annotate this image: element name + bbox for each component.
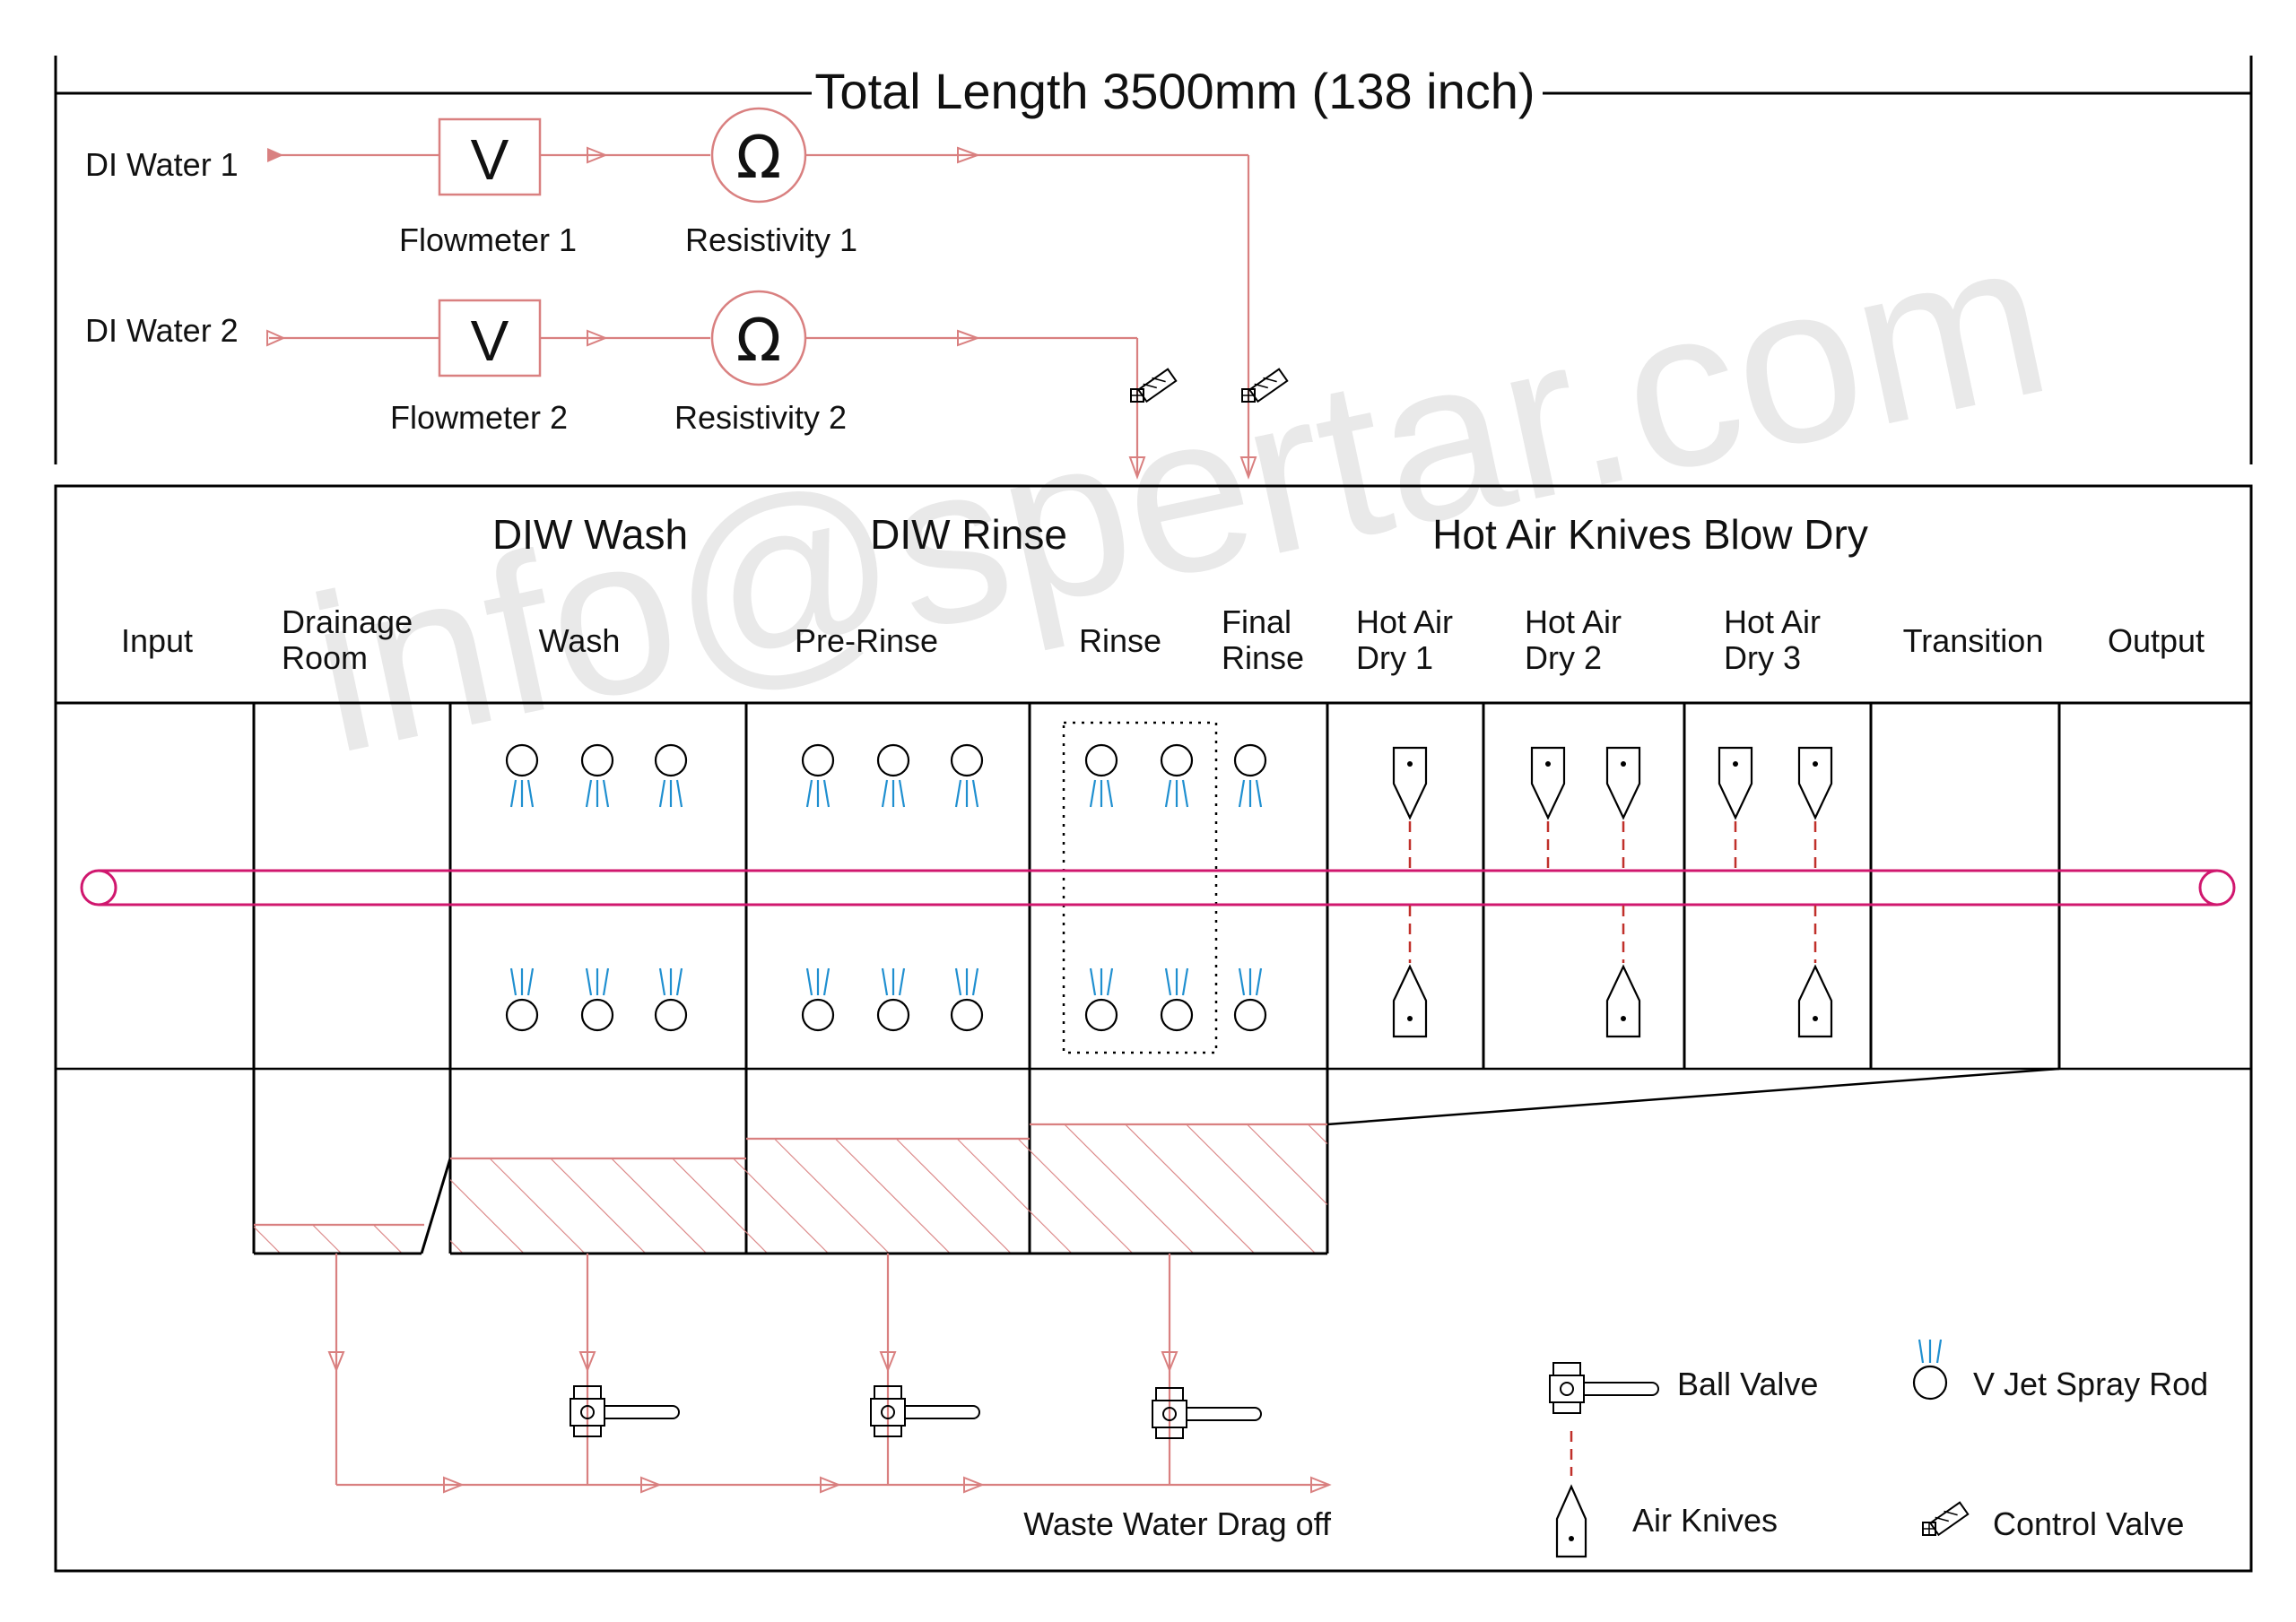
watermark-text: info@spertar.com: [292, 189, 2066, 800]
di-water-2-pipe: V Ω: [266, 290, 1146, 480]
conveyor-belt: [80, 869, 2236, 906]
flowmeter-2-label: Flowmeter 2: [390, 399, 568, 436]
station-hot-air-dry-2-label-2: Dry 2: [1525, 639, 1602, 676]
spray-rod-top-icon: [876, 743, 910, 808]
spray-rod-top-icon: [654, 743, 688, 808]
group-header-hot-air-knives: Hot Air Knives Blow Dry: [1432, 511, 1868, 558]
resistivity-2-label: Resistivity 2: [674, 399, 847, 436]
waste-piping: [327, 1253, 1332, 1494]
group-header-diw-rinse: DIW Rinse: [870, 511, 1067, 558]
spray-rod-top-icon: [505, 743, 539, 808]
air-knife-top-icon: [1530, 746, 1566, 872]
station-labels: Input Drainage Room Wash Pre-Rinse Rinse…: [121, 603, 2205, 676]
station-rinse-label: Rinse: [1079, 622, 1161, 659]
spray-rod-bottom-icon: [505, 967, 539, 1032]
spray-rod-top-icon: [1084, 743, 1118, 808]
flowmeter-1-symbol: V: [471, 127, 509, 192]
di-water-1-pipe: V Ω: [267, 107, 1257, 480]
spray-rod-bottom-icon: [801, 967, 835, 1032]
flowmeter-1-label: Flowmeter 1: [399, 221, 577, 258]
legend-control-valve-icon: [1922, 1501, 1970, 1536]
spray-rod-bottom-icon: [1160, 967, 1194, 1032]
spray-rod-bottom-icon: [654, 967, 688, 1032]
station-hot-air-dry-1-label-2: Dry 1: [1356, 639, 1433, 676]
resistivity-1-label: Resistivity 1: [685, 221, 857, 258]
spray-rod-bottom-icon: [1084, 967, 1118, 1032]
air-knife-top-icon: [1797, 746, 1833, 872]
station-hot-air-dry-3-label-2: Dry 3: [1724, 639, 1801, 676]
station-input-label: Input: [121, 622, 193, 659]
air-knife-bottom-icon: [1605, 906, 1641, 1038]
station-hot-air-dry-1-label-1: Hot Air: [1356, 603, 1453, 640]
legend-spray-rod-label: V Jet Spray Rod: [1973, 1366, 2208, 1402]
waste-water-label: Waste Water Drag off: [1023, 1505, 1332, 1542]
flowmeter-2-symbol: V: [471, 308, 509, 373]
spray-rod-top-icon: [1160, 743, 1194, 808]
station-pre-rinse-label: Pre-Rinse: [795, 622, 938, 659]
spray-rod-top-icon: [801, 743, 835, 808]
station-drainage-label-2: Room: [282, 639, 368, 676]
legend-ball-valve-icon: [1549, 1362, 1659, 1414]
spray-rods: [505, 743, 1267, 1032]
air-knife-top-icon: [1605, 746, 1641, 872]
station-hot-air-dry-2-label-1: Hot Air: [1525, 603, 1622, 640]
machine-frame: [54, 484, 2253, 1573]
legend-ball-valve-label: Ball Valve: [1677, 1366, 1818, 1402]
station-hot-air-dry-3-label-1: Hot Air: [1724, 603, 1821, 640]
station-drainage-label-1: Drainage: [282, 603, 413, 640]
air-knife-bottom-icon: [1797, 906, 1833, 1038]
di-water-1-label: DI Water 1: [85, 146, 239, 183]
station-transition-label: Transition: [1903, 622, 2044, 659]
air-knife-top-icon: [1718, 746, 1753, 872]
station-output-label: Output: [2108, 622, 2205, 659]
spray-rod-top-icon: [1233, 743, 1267, 808]
spray-rod-bottom-icon: [876, 967, 910, 1032]
air-knife-bottom-icon: [1392, 906, 1428, 1038]
spray-rod-bottom-icon: [1233, 967, 1267, 1032]
air-knife-top-icon: [1392, 746, 1428, 872]
spray-rod-bottom-icon: [580, 967, 614, 1032]
spray-rod-top-icon: [950, 743, 984, 808]
tanks: [254, 1067, 2060, 1255]
legend-control-valve-label: Control Valve: [1993, 1505, 2184, 1542]
legend-air-knife-icon: [1555, 1431, 1587, 1558]
station-wash-label: Wash: [539, 622, 621, 659]
legend: Ball Valve V Jet Spray Rod Air Knives Co…: [1549, 1339, 2208, 1558]
di-water-2-label: DI Water 2: [85, 312, 239, 349]
station-final-rinse-label-1: Final: [1222, 603, 1292, 640]
group-header-diw-wash: DIW Wash: [492, 511, 688, 558]
spray-rod-bottom-icon: [950, 967, 984, 1032]
station-final-rinse-label-2: Rinse: [1222, 639, 1304, 676]
supply-section: Total Length 3500mm (138 inch) DI Water …: [54, 56, 2253, 480]
total-length-title: Total Length 3500mm (138 inch): [814, 63, 1535, 119]
air-knives: [1392, 746, 1833, 1038]
legend-spray-rod-icon: [1912, 1339, 1948, 1401]
spray-rod-top-icon: [580, 743, 614, 808]
resistivity-1-symbol: Ω: [736, 123, 781, 192]
resistivity-2-symbol: Ω: [736, 306, 781, 375]
legend-air-knives-label: Air Knives: [1632, 1502, 1778, 1539]
